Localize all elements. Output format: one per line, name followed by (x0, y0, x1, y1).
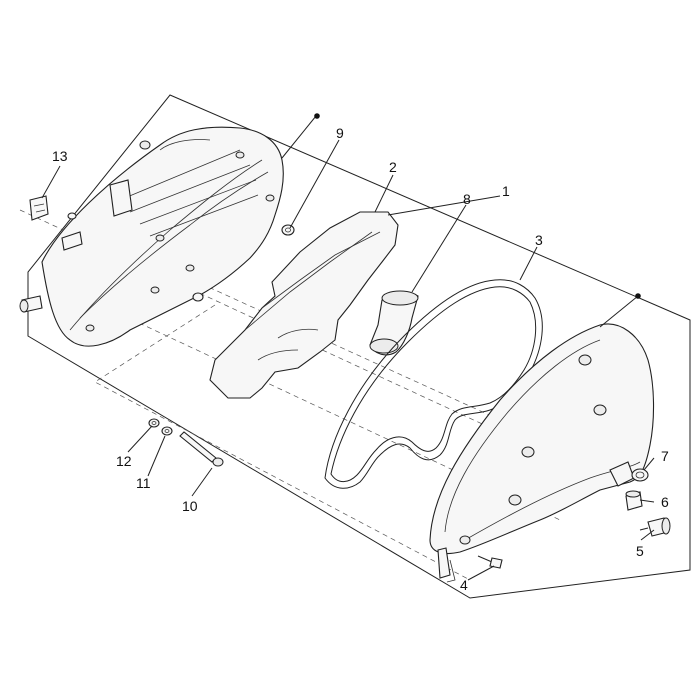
callout-7: 7 (661, 448, 669, 464)
bolt-part-10 (179, 431, 224, 467)
callout-labels: 1 2 3 4 5 6 7 8 9 10 11 12 13 (52, 125, 669, 593)
callout-1: 1 (502, 183, 510, 199)
grommet-part-9 (281, 224, 295, 236)
clip-nut-part-13 (29, 195, 49, 221)
callout-5: 5 (636, 543, 644, 559)
callout-12: 12 (116, 453, 132, 469)
gasket-part-3 (324, 279, 543, 489)
callout-10: 10 (182, 498, 198, 514)
intake-sleeve-part-8 (369, 290, 419, 356)
screw-part-4 (477, 555, 503, 569)
drain-cap-part-6 (625, 490, 643, 511)
leader-lines (41, 115, 655, 581)
filter-element-part-2 (209, 211, 399, 399)
grommet (67, 212, 77, 220)
washer-part-11 (161, 426, 173, 436)
knob-screw-part-5 (639, 517, 671, 537)
marker-dot (635, 293, 641, 299)
callout-4: 4 (460, 577, 468, 593)
callout-9: 9 (336, 125, 344, 141)
callout-3: 3 (535, 232, 543, 248)
marker-dot (314, 113, 320, 119)
upper-housing-part (19, 126, 284, 347)
washer-part-12 (148, 418, 160, 428)
assembly-frame (27, 94, 691, 599)
lower-case-part (429, 323, 655, 583)
callout-6: 6 (661, 494, 669, 510)
callout-8: 8 (463, 191, 471, 207)
callout-11: 11 (136, 475, 151, 491)
hose-clamp-part-7 (631, 468, 649, 482)
grommet (192, 292, 204, 302)
callout-13: 13 (52, 148, 68, 164)
callout-2: 2 (389, 159, 397, 175)
